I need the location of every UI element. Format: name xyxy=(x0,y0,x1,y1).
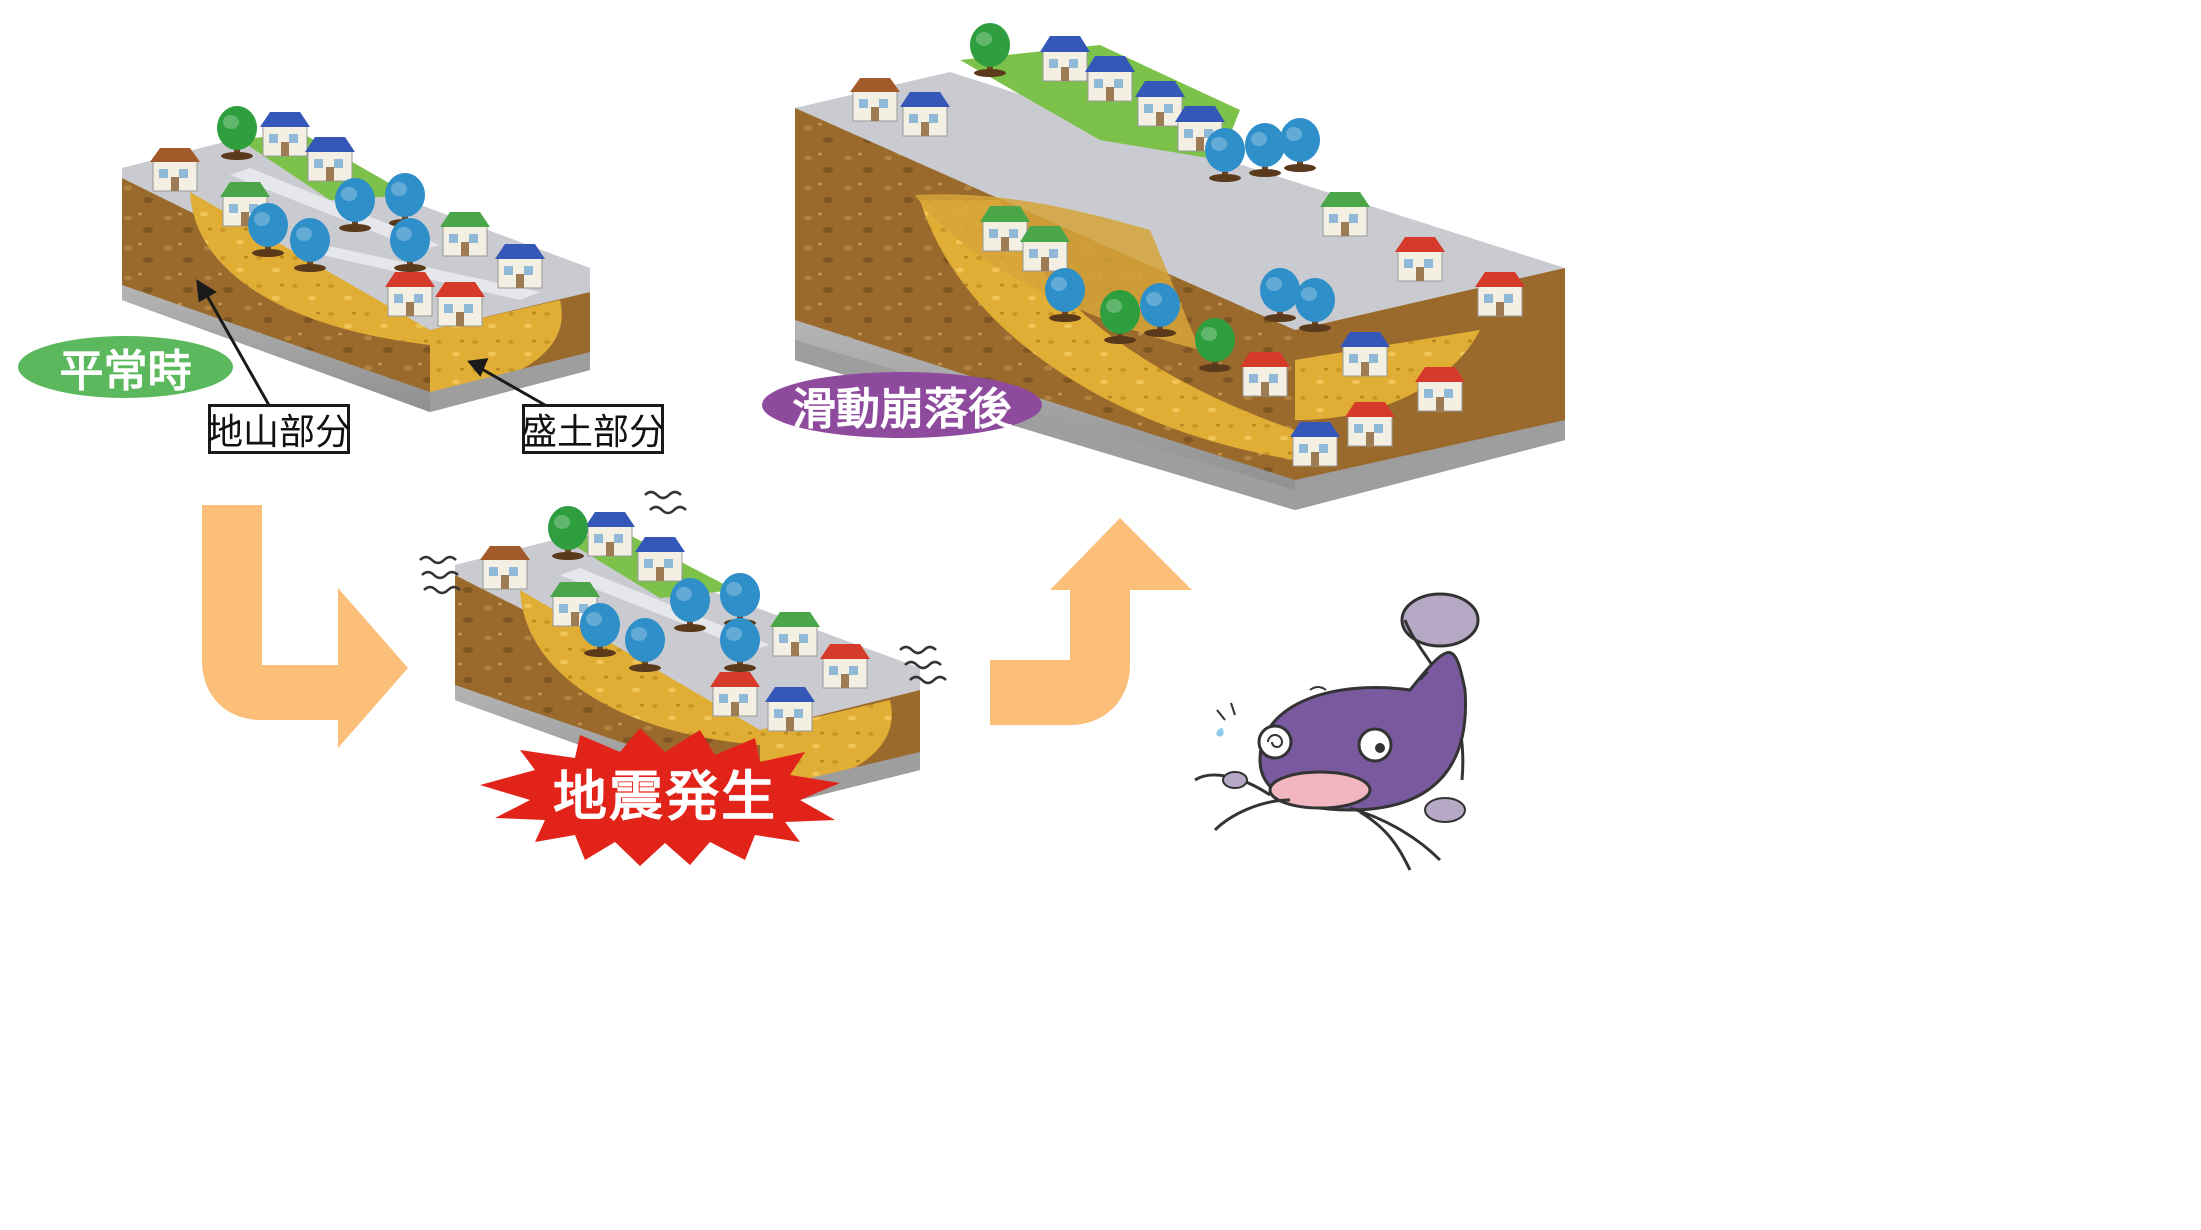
normal-state-block xyxy=(122,106,590,412)
shake-lines-icon xyxy=(419,490,947,685)
houses-normal xyxy=(150,112,545,327)
flow-arrow-up-right xyxy=(990,518,1192,725)
houses-after xyxy=(850,36,1525,467)
earthquake-label: 地震発生 xyxy=(553,764,777,828)
pointer-lines xyxy=(196,279,546,408)
normal-state-label: 平常時 xyxy=(18,336,233,398)
ground-part-label: 地山部分 xyxy=(207,404,351,454)
flow-arrow-down-right xyxy=(202,505,408,748)
earthquake-block xyxy=(419,490,947,810)
fill-part-label: 盛土部分 xyxy=(521,404,665,454)
catfish-mascot-icon xyxy=(1194,592,1480,871)
after-collapse-label: 滑動崩落後 xyxy=(762,372,1042,438)
earthquake-burst xyxy=(480,728,840,866)
houses-earthquake xyxy=(480,512,870,732)
